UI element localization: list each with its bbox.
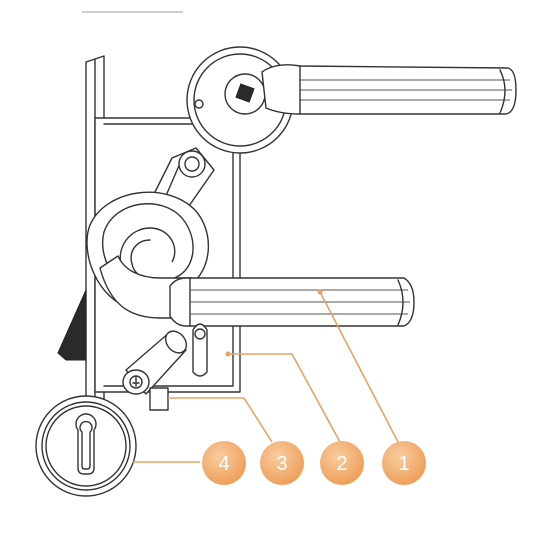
front-escutcheon <box>35 395 137 497</box>
callout-line-3 <box>168 397 273 443</box>
callout-dot-2 <box>225 351 231 357</box>
callout-line-1 <box>319 291 399 443</box>
front-handle-lever <box>169 277 415 327</box>
callout-label-3: 3 <box>276 453 287 475</box>
callout-label-2: 2 <box>336 453 347 475</box>
callout-badge-1: 1 <box>382 441 426 485</box>
callout-label-1: 1 <box>398 453 409 475</box>
latch-bolt <box>57 289 87 361</box>
callout-badge-3: 3 <box>260 441 304 485</box>
callout-dot-1 <box>317 289 323 295</box>
callout-line-2 <box>228 353 341 443</box>
callout-lines <box>132 289 399 463</box>
callout-label-4: 4 <box>218 453 229 475</box>
rear-handle-lever <box>261 64 517 115</box>
callout-badge-2: 2 <box>320 441 364 485</box>
lock-cylinder <box>122 330 188 411</box>
backplate-keyhole <box>192 323 208 377</box>
callout-badge-4: 4 <box>202 441 246 485</box>
